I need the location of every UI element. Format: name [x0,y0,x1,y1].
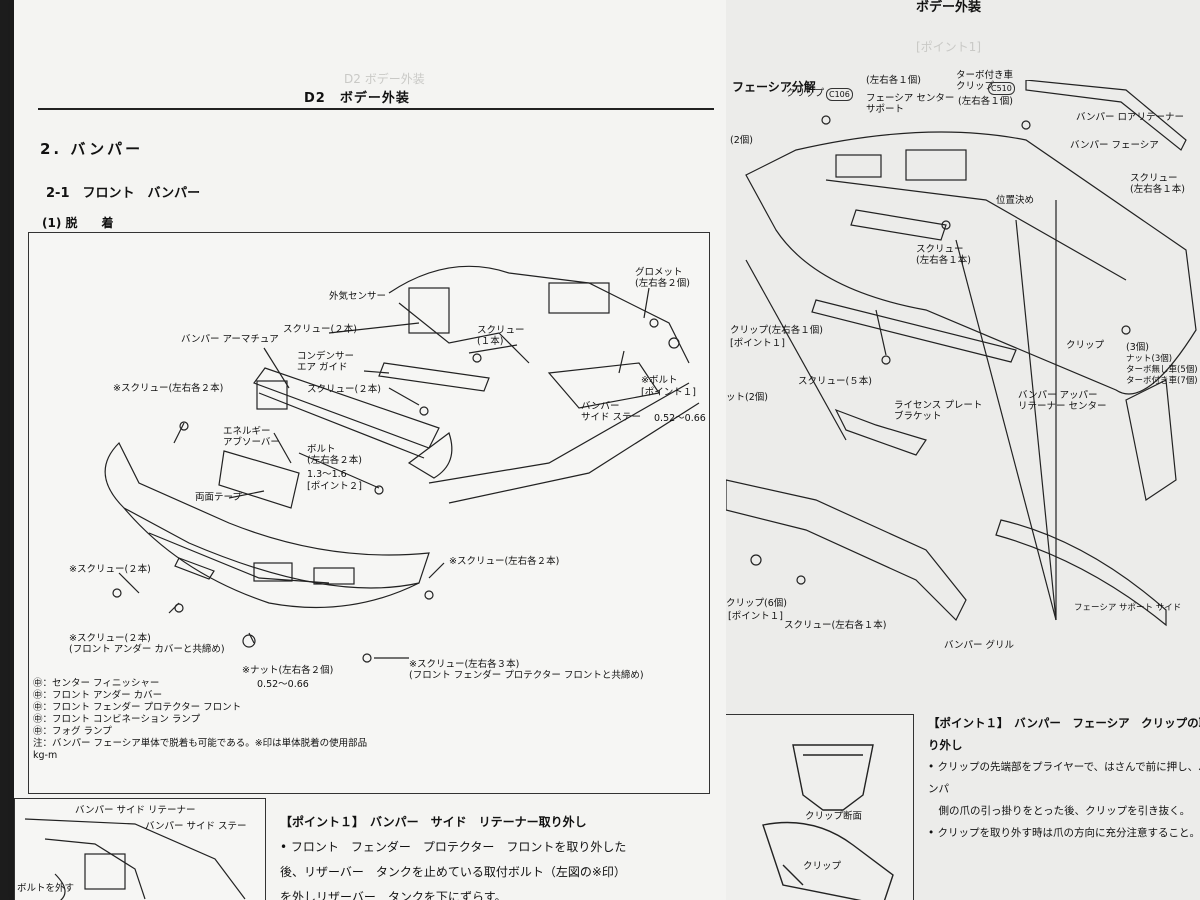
bumper-drawing [104,265,700,663]
label-screw-1: スクリュー (１本) [477,325,525,347]
label-stay-torque: 0.52〜0.66 [654,413,706,424]
label-screw-ls2: ※スクリュー(左右各２本) [113,383,224,394]
point1-line: • フロント フェンダー プロテクター フロントを取り外した [280,840,627,854]
point1-line: を外しリザーバー タンクを下にずらす。 [280,890,507,900]
label-turbo-clip: ターボ付き車 クリップ [956,70,1014,92]
section-title: 2. バンパー [40,140,144,158]
label-bolt-torque: 1.3〜1.6 [307,469,347,480]
label-bolt-mark: ※ボルト [641,375,678,386]
label-screw-2b: スクリュー(２本) [307,384,381,395]
label-double-tape: 両面テープ [195,492,242,503]
unit: kg-m [33,750,58,761]
label-clip-top: クリップ [786,88,825,99]
label-screw-2c: ※スクリュー(２本) [69,564,151,575]
retainer-drawing [24,818,246,900]
label-temp-sensor: 外気センサー [329,291,387,302]
ghost-point: [ポイント1] [916,40,981,54]
right-header-fragment: ボデー外装 [916,0,982,15]
right-title: フェーシア分解 [732,80,816,94]
label-screw-ls1-c: スクリュー(左右各１本) [784,620,887,631]
label-clip: クリップ [803,861,842,872]
label-screw-ls1-a: スクリュー (左右各１本) [1130,173,1185,195]
label-clip-ls1: クリップ(左右各１個) [730,325,823,336]
label-bumper-fascia: バンパー フェーシア [1070,140,1159,151]
label-clip-right: クリップ [1066,340,1105,351]
page-header: D2 ボデー外装 [304,91,410,106]
label-license-bracket: ライセンス プレート ブラケット [894,400,983,422]
label-grille: バンパー グリル [944,640,1014,651]
label-point1-b: [ポイント１] [728,611,783,622]
label-clip-top-code: C106 [826,88,853,101]
clip-detail: クリップ断面 クリップ [726,714,914,900]
step-title: (1) 脱 着 [42,216,114,230]
label-clip-2: ット(2個) [726,392,768,403]
label-fascia-center-support: フェーシア センター サポート [866,93,955,115]
label-stay: バンパー サイド ステー [145,821,247,832]
label-clip-top-count: (左右各１個) [866,75,921,86]
legend-item: ㊥：フロント アンダー カバー [33,690,163,701]
label-energy-absorber: エネルギー アブソーバー [223,426,280,448]
point1-fascia-line: 側の爪の引っ掛りをとった後、クリップを引き抜く。 [928,805,1191,817]
label-screw5: スクリュー(５本) [798,376,872,387]
label-clip-6: クリップ(6個) [726,598,787,609]
retainer-diagram: バンパー サイド リテーナー バンパー サイド ステー ボルトを外す [14,798,266,900]
legend-item: ㊥：フロント フェンダー プロテクター フロント [33,702,242,713]
label-bumper-armature: バンパー アーマチュア [181,334,279,345]
label-side-stay: バンパー サイド ステー [581,401,642,423]
label-position-adjust: 位置決め [996,195,1035,206]
label-bolt-point1: [ポイント１] [641,387,696,398]
label-turbo-clip-code: C510 [988,82,1015,95]
point1-line: 後、リザーバー タンクを止めている取付ボルト（左図の※印） [280,865,626,879]
label-nut: ※ナット(左右各２個) [242,665,334,676]
header-rule [38,108,714,110]
label-condenser-guide: コンデンサー エア ガイド [297,351,355,373]
label-screw-ls2-b: ※スクリュー(左右各２本) [449,556,560,567]
point1-retainer: 【ポイント１】 バンパー サイド リテーナー取り外し • フロント フェンダー … [280,810,720,900]
label-fascia-support: フェーシア サポート サイド [1074,603,1182,613]
fascia-drawing [726,80,1197,627]
label-turbo-clip-count: (左右各１個) [958,96,1013,107]
label-upper-retainer: バンパー アッパー リテーナー センター [1018,390,1107,412]
label-point1-a: [ポイント１] [730,338,785,349]
label-clip-right-count: (3個) [1126,342,1149,353]
note: 注：バンパー フェーシア単体で脱着も可能である。※印は単体脱着の使用部品 [33,738,368,749]
legend-item: ㊥：センター フィニッシャー [33,678,160,689]
label-screw-ls1-b: スクリュー (左右各１本) [916,244,971,266]
legend-item: ㊥：フロント コンビネーション ランプ [33,714,201,725]
ghost-header: D2 ボデー外装 [344,72,425,86]
label-screw-ls3: ※スクリュー(左右各３本) (フロント フェンダー プロテクター フロントと共締… [409,659,644,681]
label-clip-section: クリップ断面 [805,811,863,822]
right-page: ボデー外装 [ポイント1] フェーシア分解 [726,0,1200,900]
label-nut-turbo: ナット(3個) ターボ無し車(5個) ターボ付き車(7個) [1126,354,1198,386]
legend: ㊥：センター フィニッシャー ㊥：フロント アンダー カバー ㊥：フロント フェ… [33,678,367,762]
point1-fascia: 【ポイント１】 バンパー フェーシア クリップの取り外し • クリップの先端部を… [928,712,1200,844]
point1-fascia-title: 【ポイント１】 バンパー フェーシア クリップの取り外し [928,716,1200,752]
exploded-diagram: バンパー アーマチュア ※スクリュー(左右各２本) スクリュー(２本) コンデン… [28,232,710,794]
left-page: D2 ボデー外装 D2 ボデー外装 2. バンパー 2-1 フロント バンパー … [14,0,726,900]
point1-title: 【ポイント１】 バンパー サイド リテーナー取り外し [280,815,587,829]
label-bolt-point: [ポイント２] [307,481,362,492]
point1-fascia-line: • クリップを取り外す時は爪の方向に充分注意すること。 [928,827,1200,839]
label-screw-2d: ※スクリュー(２本) (フロント アンダー カバーと共締め) [69,633,225,655]
label-retainer: バンパー サイド リテーナー [75,805,196,816]
label-bolt: ボルト (左右各２本) [307,444,362,466]
point1-fascia-line: • クリップの先端部をプライヤーで、はさんで前に押し、バンパ [928,761,1200,795]
label-bumper-retainer: バンパー ロアリテーナー [1076,112,1184,123]
label-bolt-remove: ボルトを外す [17,883,75,894]
subsection-title: 2-1 フロント バンパー [46,186,201,201]
label-left-clip-2: (2個) [730,135,753,146]
label-nut-torque: 0.52〜0.66 [257,679,309,690]
legend-item: ㊥：フォグ ランプ [33,726,112,737]
clip-drawing [762,744,894,900]
label-grommet: グロメット (左右各２個) [635,267,690,289]
label-screw-2a: スクリュー(２本) [283,324,357,335]
